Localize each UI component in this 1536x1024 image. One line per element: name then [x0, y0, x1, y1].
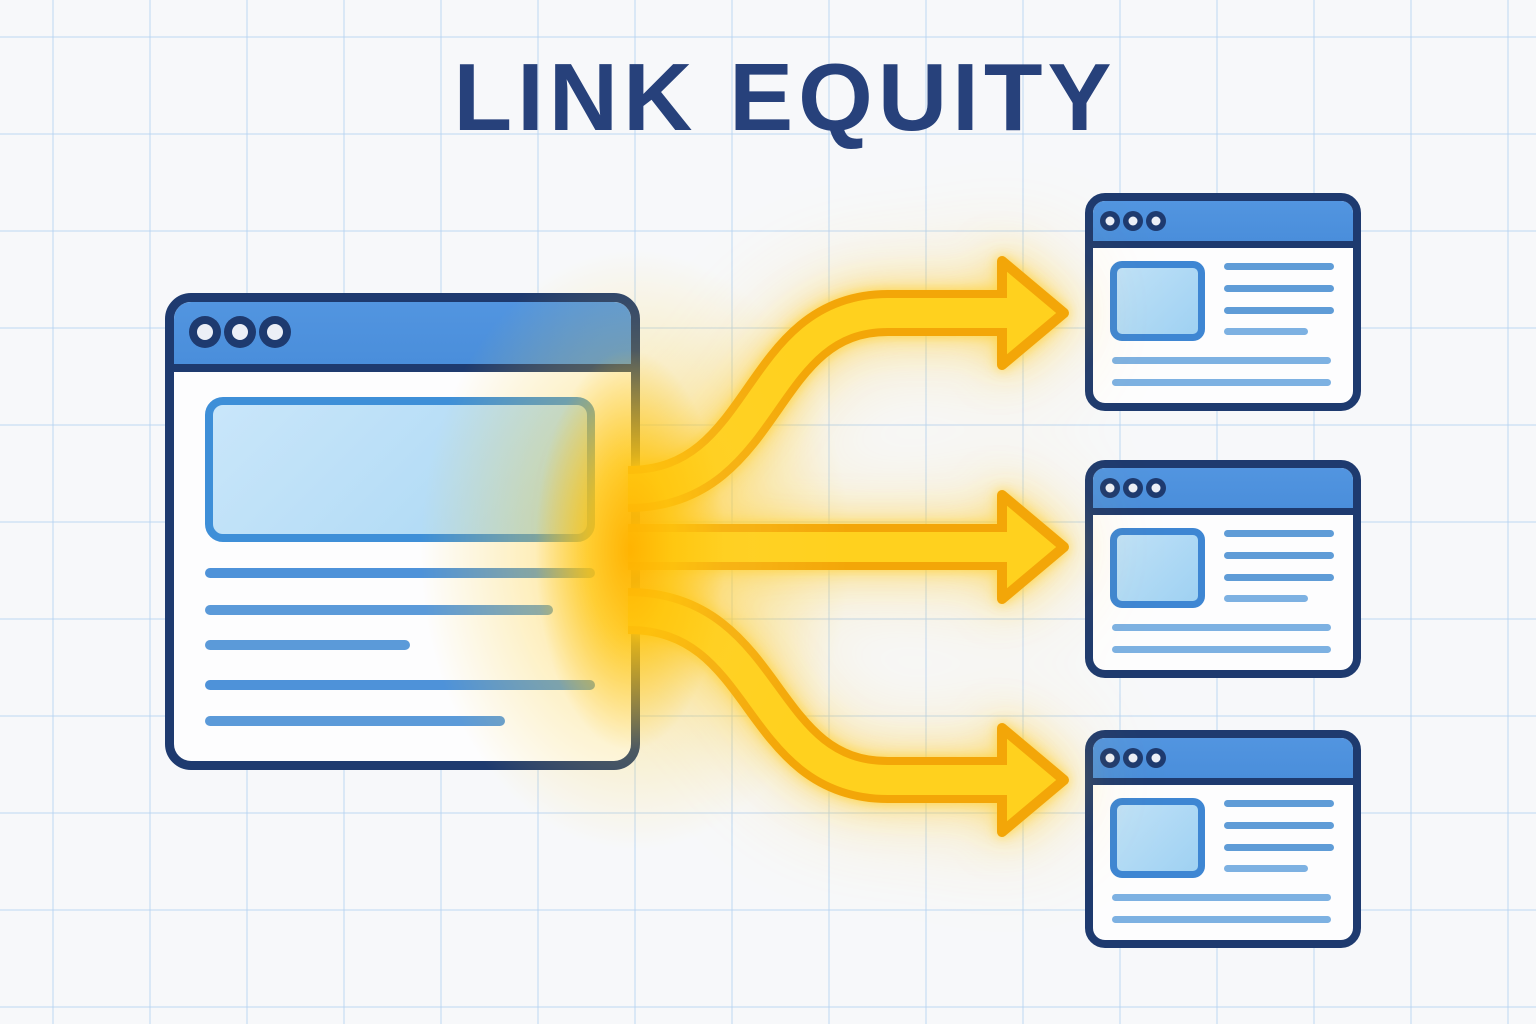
target-window-2 — [1085, 460, 1361, 678]
window-control-dot-center — [1105, 753, 1115, 763]
window-control-dot-center — [197, 324, 213, 340]
window-control-dot-center — [267, 324, 283, 340]
text-line-block — [1224, 844, 1334, 851]
window-control-dot — [1146, 478, 1166, 498]
arrow-head — [997, 490, 1069, 604]
text-line-block — [205, 605, 553, 615]
text-line-block — [205, 640, 410, 650]
window-control-dot — [1146, 748, 1166, 768]
window-control-dot-center — [232, 324, 248, 340]
window-control-dot — [1100, 748, 1120, 768]
text-line-block — [205, 680, 595, 690]
text-line-block — [1112, 624, 1331, 631]
window-control-dot-center — [1128, 753, 1138, 763]
window-control-dot-center — [1128, 216, 1138, 226]
text-line-block — [1224, 595, 1308, 602]
thumbnail-block — [1110, 261, 1205, 341]
window-control-dot-center — [1151, 483, 1161, 493]
arrow-head — [997, 723, 1069, 837]
window-control-dot-center — [1151, 216, 1161, 226]
link-arrow-top — [627, 256, 1069, 512]
text-line-block — [1112, 916, 1331, 923]
text-line-block — [1112, 646, 1331, 653]
text-line-block — [1224, 530, 1334, 537]
window-titlebar — [1093, 738, 1353, 785]
window-control-dot — [224, 316, 256, 348]
page-title: LINK EQUITY — [453, 44, 1117, 151]
window-titlebar — [1093, 468, 1353, 515]
window-control-dot-center — [1128, 483, 1138, 493]
text-line-block — [1112, 379, 1331, 386]
window-control-dot — [1123, 478, 1143, 498]
text-line-block — [1224, 800, 1334, 807]
text-line-block — [1224, 263, 1334, 270]
text-line-block — [1112, 357, 1331, 364]
thumbnail-block — [1110, 528, 1205, 608]
text-line-block — [1224, 865, 1308, 872]
arrow-shaft-fill — [627, 596, 1008, 795]
window-titlebar — [1093, 201, 1353, 248]
thumbnail-block — [1110, 798, 1205, 878]
window-control-dot — [1123, 748, 1143, 768]
target-window-1 — [1085, 193, 1361, 411]
target-window-3 — [1085, 730, 1361, 948]
text-line-block — [1224, 307, 1334, 314]
window-control-dot — [1123, 211, 1143, 231]
text-line-block — [1224, 552, 1334, 559]
window-control-dot — [1100, 478, 1120, 498]
arrow-head — [997, 256, 1069, 370]
window-control-dot-center — [1105, 483, 1115, 493]
link-arrow-middle — [628, 490, 1069, 604]
text-line-block — [1224, 822, 1334, 829]
window-control-dot — [1100, 211, 1120, 231]
window-control-dot — [1146, 211, 1166, 231]
link-arrow-bottom — [627, 588, 1069, 837]
window-control-dot — [189, 316, 221, 348]
arrow-shaft-fill — [627, 298, 1008, 504]
text-line-block — [205, 716, 505, 726]
text-line-block — [205, 568, 595, 578]
window-control-dot-center — [1151, 753, 1161, 763]
text-line-block — [1224, 328, 1308, 335]
window-control-dot-center — [1105, 216, 1115, 226]
window-control-dot — [259, 316, 291, 348]
text-line-block — [1224, 574, 1334, 581]
text-line-block — [1224, 285, 1334, 292]
text-line-block — [1112, 894, 1331, 901]
